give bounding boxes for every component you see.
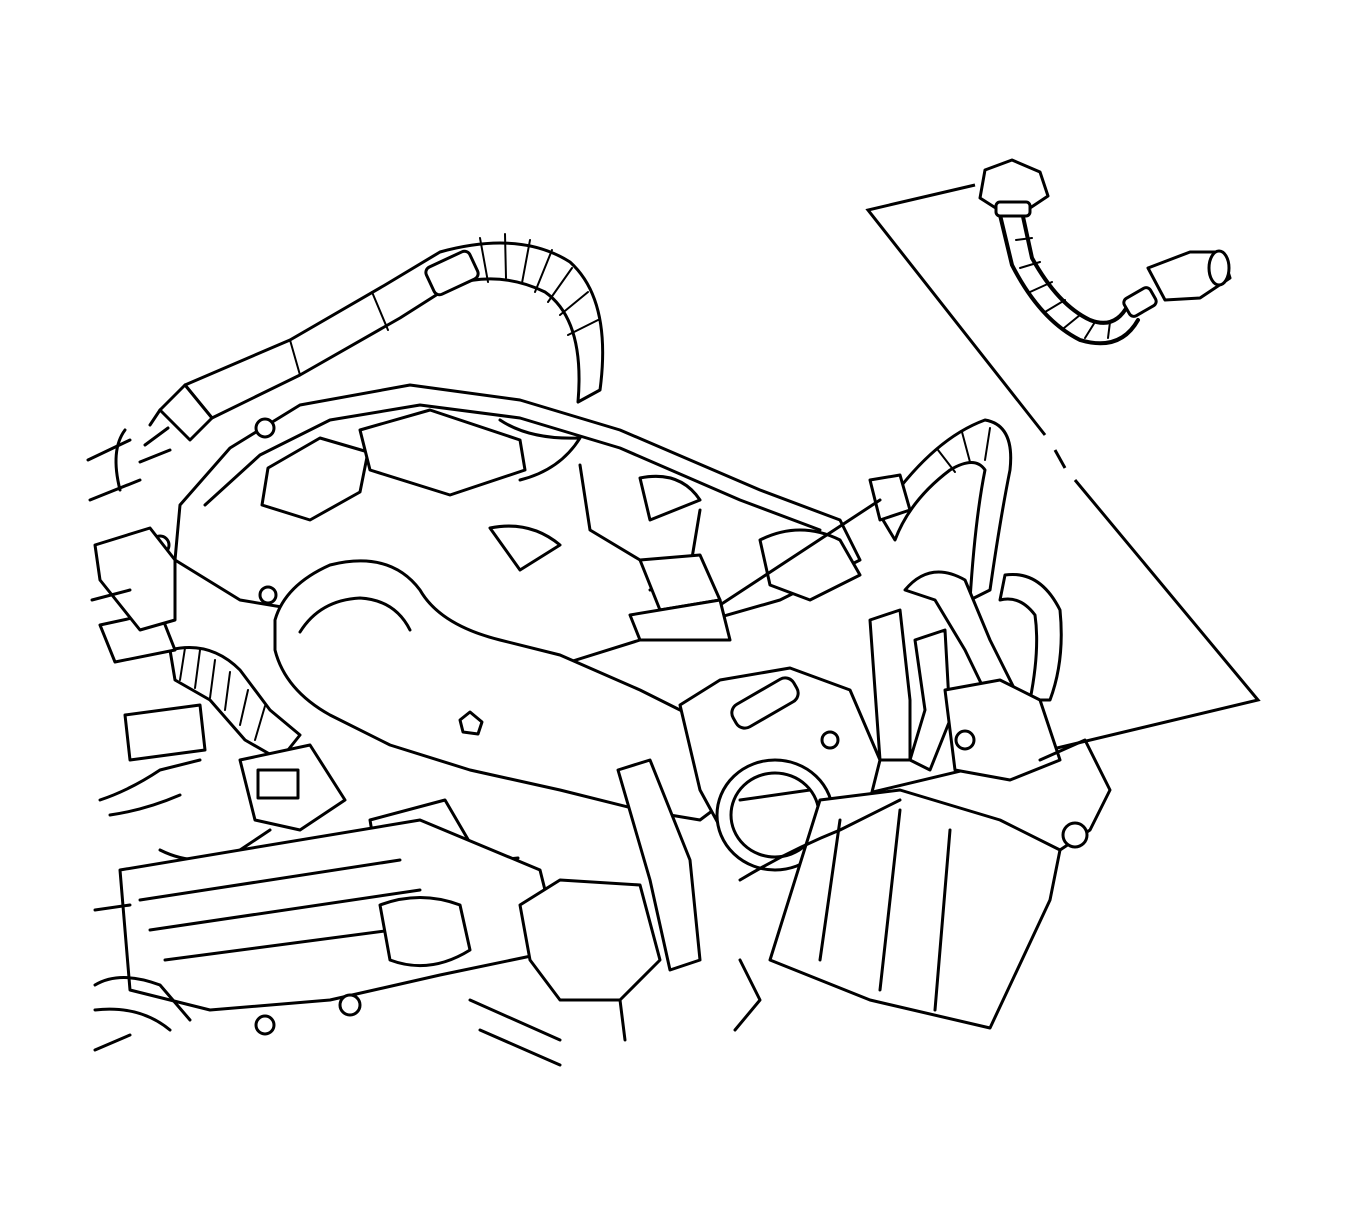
left-harness-ribs <box>179 647 266 741</box>
upper-hose-ribs <box>479 233 599 336</box>
exhaust-manifold <box>118 818 562 1012</box>
housing-vacuum-line <box>738 798 902 882</box>
manifold-outlet <box>378 896 472 968</box>
housing-ribs <box>818 808 952 1012</box>
lower-right-housing <box>616 758 1062 1032</box>
right-hose-loop <box>878 418 1013 602</box>
right-bracket-eye <box>1061 821 1089 849</box>
lower-edge-line-3 <box>618 998 627 1042</box>
cover-bolt-1 <box>254 417 276 439</box>
hose-detail-callout <box>721 158 1261 830</box>
lower-edge-lines <box>468 998 562 1067</box>
cover-rib-3 <box>638 474 702 522</box>
air-intake-duct <box>273 559 742 822</box>
left-bottom-lines <box>93 903 132 1052</box>
left-mount-bracket <box>93 526 177 632</box>
callout-pointer-line <box>721 479 1261 830</box>
right-hose-ribs <box>937 427 991 473</box>
valve-cover <box>149 383 862 667</box>
oil-fill-cap <box>260 436 370 522</box>
right-sensor-connector <box>868 473 912 522</box>
right-harness-lead <box>718 498 882 607</box>
valve-cover-ridge <box>203 403 822 532</box>
left-wire-1 <box>98 758 202 802</box>
lower-left-pipe-2 <box>93 1007 172 1032</box>
intake-duct-nub <box>458 710 484 736</box>
housing-lower-edge <box>733 958 762 1032</box>
lower-block-bolt <box>338 993 362 1017</box>
callout-dash <box>1053 449 1067 469</box>
vertical-hose-2 <box>908 628 952 772</box>
lower-elbow-opening <box>1207 249 1231 287</box>
intake-duct-fold <box>298 596 412 634</box>
cover-rib-2 <box>578 463 642 562</box>
lower-left-block <box>93 818 662 1067</box>
hose-end-pipe <box>114 428 127 492</box>
left-wire-2 <box>108 793 182 817</box>
hose-body-inner <box>1020 210 1130 325</box>
cover-rib-4 <box>488 524 562 572</box>
right-module <box>943 678 1062 782</box>
right-bracket <box>628 598 732 642</box>
upper-hose <box>114 233 605 492</box>
left-bracket <box>86 438 177 1052</box>
upper-hose-seams <box>289 291 389 376</box>
throttle-vacuum-port <box>730 676 800 730</box>
upper-elbow-fitting <box>978 158 1050 214</box>
left-coil-connector-1 <box>123 703 207 762</box>
throttle-plate <box>738 788 812 802</box>
lower-manifold-port <box>518 878 662 1002</box>
right-hoses <box>628 418 1112 852</box>
lower-left-pipe <box>93 976 192 1022</box>
housing-flange <box>616 758 702 972</box>
lower-block-bolt-2 <box>254 1014 276 1036</box>
intake-duct-body <box>273 559 742 822</box>
upper-hose-clamp <box>994 200 1032 218</box>
coil-cover-plate <box>358 408 527 497</box>
upper-hose-clamp <box>424 249 480 297</box>
vertical-hose-1 <box>868 608 912 762</box>
cover-rib-1 <box>498 418 582 482</box>
cover-bolt-3 <box>258 585 278 605</box>
hose-end-spring <box>138 408 172 464</box>
hose-ribs <box>1015 237 1111 339</box>
hose-body-outer <box>998 213 1140 346</box>
callout-bracket-line <box>865 183 1047 436</box>
right-module-bolt <box>954 729 976 751</box>
left-edge-lines <box>86 438 142 602</box>
housing-body <box>768 788 1062 1030</box>
upper-hose-end-clamp <box>158 383 214 442</box>
lower-hose-clamp <box>1122 286 1158 318</box>
throttle-bolt <box>820 730 840 750</box>
coil-1-connector <box>256 768 300 800</box>
left-harness-conduit <box>168 646 302 762</box>
upper-hose-body <box>183 241 605 420</box>
egr-valve <box>758 528 862 602</box>
